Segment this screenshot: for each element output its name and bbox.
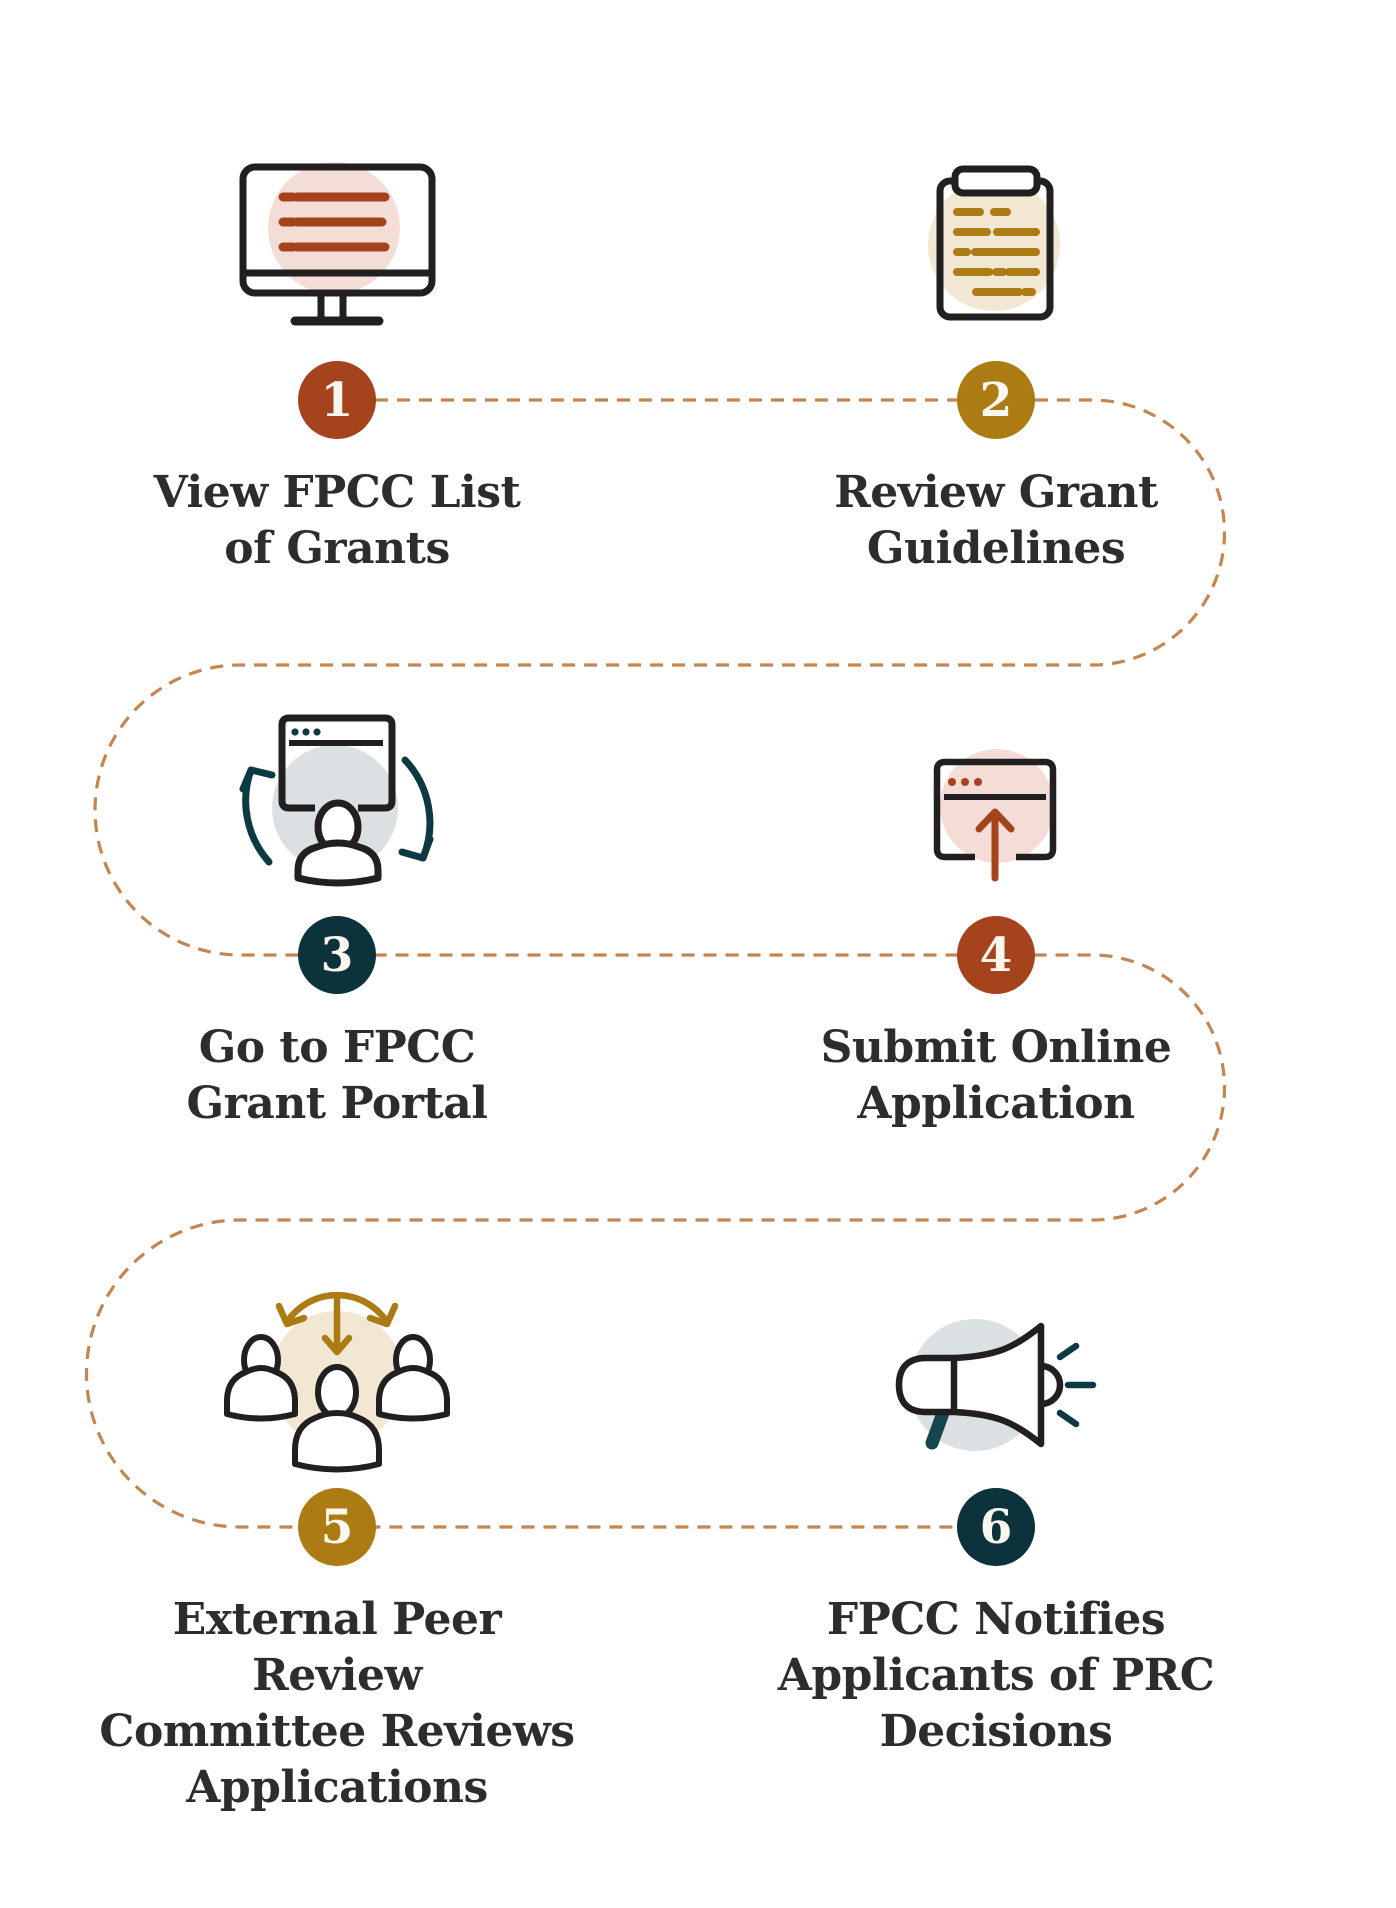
- step-1-number-badge: 1: [298, 361, 376, 439]
- step-number: 4: [979, 927, 1013, 983]
- step-number: 2: [979, 372, 1013, 428]
- step-6-number-badge: 6: [957, 1488, 1035, 1566]
- step-2-number-badge: 2: [957, 361, 1035, 439]
- step-1-title: View FPCC List of Grants: [153, 467, 521, 574]
- clipboard-icon: [928, 165, 1060, 321]
- step-number: 6: [979, 1499, 1013, 1555]
- step-2-title: Review Grant Guidelines: [834, 467, 1158, 574]
- committee-review-icon: [224, 1291, 450, 1473]
- step-5-title: External Peer Review Committee Reviews A…: [99, 1594, 575, 1813]
- step-4-title: Submit Online Application: [820, 1022, 1172, 1129]
- upload-window-icon: [933, 749, 1057, 882]
- step-5-number-badge: 5: [298, 1488, 376, 1566]
- step-6-title: FPCC Notifies Applicants of PRC Decision…: [777, 1594, 1215, 1757]
- step-number: 3: [320, 927, 354, 983]
- portal-user-sync-icon: [239, 714, 434, 887]
- step-number: 1: [320, 372, 354, 428]
- megaphone-icon: [895, 1319, 1097, 1451]
- step-3-title: Go to FPCC Grant Portal: [186, 1022, 488, 1129]
- step-number: 5: [320, 1499, 354, 1555]
- monitor-list-icon: [239, 162, 436, 326]
- step-4-number-badge: 4: [957, 916, 1035, 994]
- step-3-number-badge: 3: [298, 916, 376, 994]
